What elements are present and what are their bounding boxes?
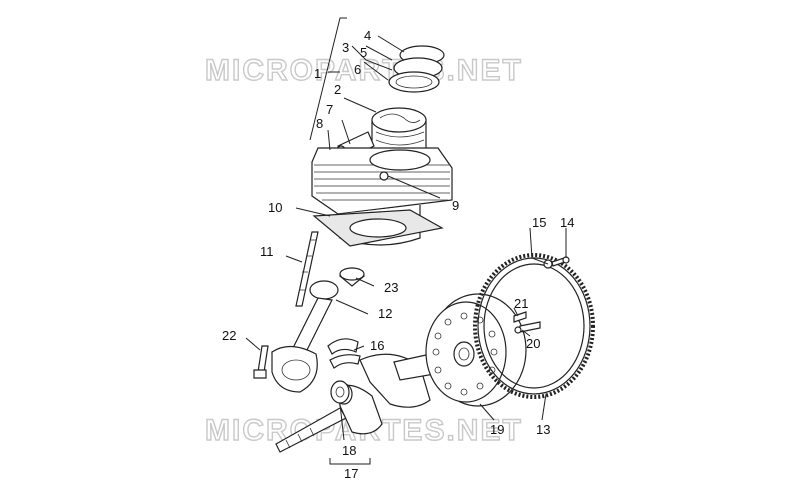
callout-1: 1 — [314, 66, 321, 81]
callout-4: 4 — [364, 28, 371, 43]
stud — [295, 231, 319, 307]
callout-23: 23 — [384, 280, 398, 295]
callout-11: 11 — [260, 244, 274, 259]
callout-17: 17 — [344, 466, 358, 481]
callout-14: 14 — [560, 215, 574, 230]
flywheel-holes — [432, 312, 498, 396]
piston-rings — [388, 45, 445, 93]
base-gasket — [312, 209, 444, 247]
callout-2: 2 — [334, 82, 341, 97]
ring-gear — [473, 253, 595, 399]
callout-5: 5 — [360, 45, 367, 60]
callout-13: 13 — [536, 422, 550, 437]
callout-19: 19 — [490, 422, 504, 437]
callout-12: 12 — [378, 306, 392, 321]
callouts: 1 2 3 4 5 6 7 8 9 10 11 12 13 14 15 16 1… — [222, 28, 574, 481]
callout-10: 10 — [268, 200, 282, 215]
leader-lines — [245, 17, 567, 465]
callout-8: 8 — [316, 116, 323, 131]
flywheel-bolts — [513, 311, 541, 334]
main-bearing-washer — [330, 380, 350, 404]
rod-bolt — [253, 345, 269, 379]
flywheel — [425, 293, 527, 407]
callout-16: 16 — [370, 338, 384, 353]
small-end-bush — [338, 267, 366, 287]
callout-9: 9 — [452, 198, 459, 213]
connecting-rod — [271, 280, 339, 393]
callout-7: 7 — [326, 102, 333, 117]
callout-15: 15 — [532, 215, 546, 230]
watermark-top: MICROPARTES.NET — [205, 54, 523, 87]
callout-6: 6 — [354, 62, 361, 77]
callout-18: 18 — [342, 443, 356, 458]
bearing-shells — [327, 338, 361, 369]
callout-3: 3 — [342, 40, 349, 55]
callout-21: 21 — [514, 296, 528, 311]
callout-20: 20 — [526, 336, 540, 351]
ring-gear-screw — [551, 256, 570, 267]
callout-22: 22 — [222, 328, 236, 343]
